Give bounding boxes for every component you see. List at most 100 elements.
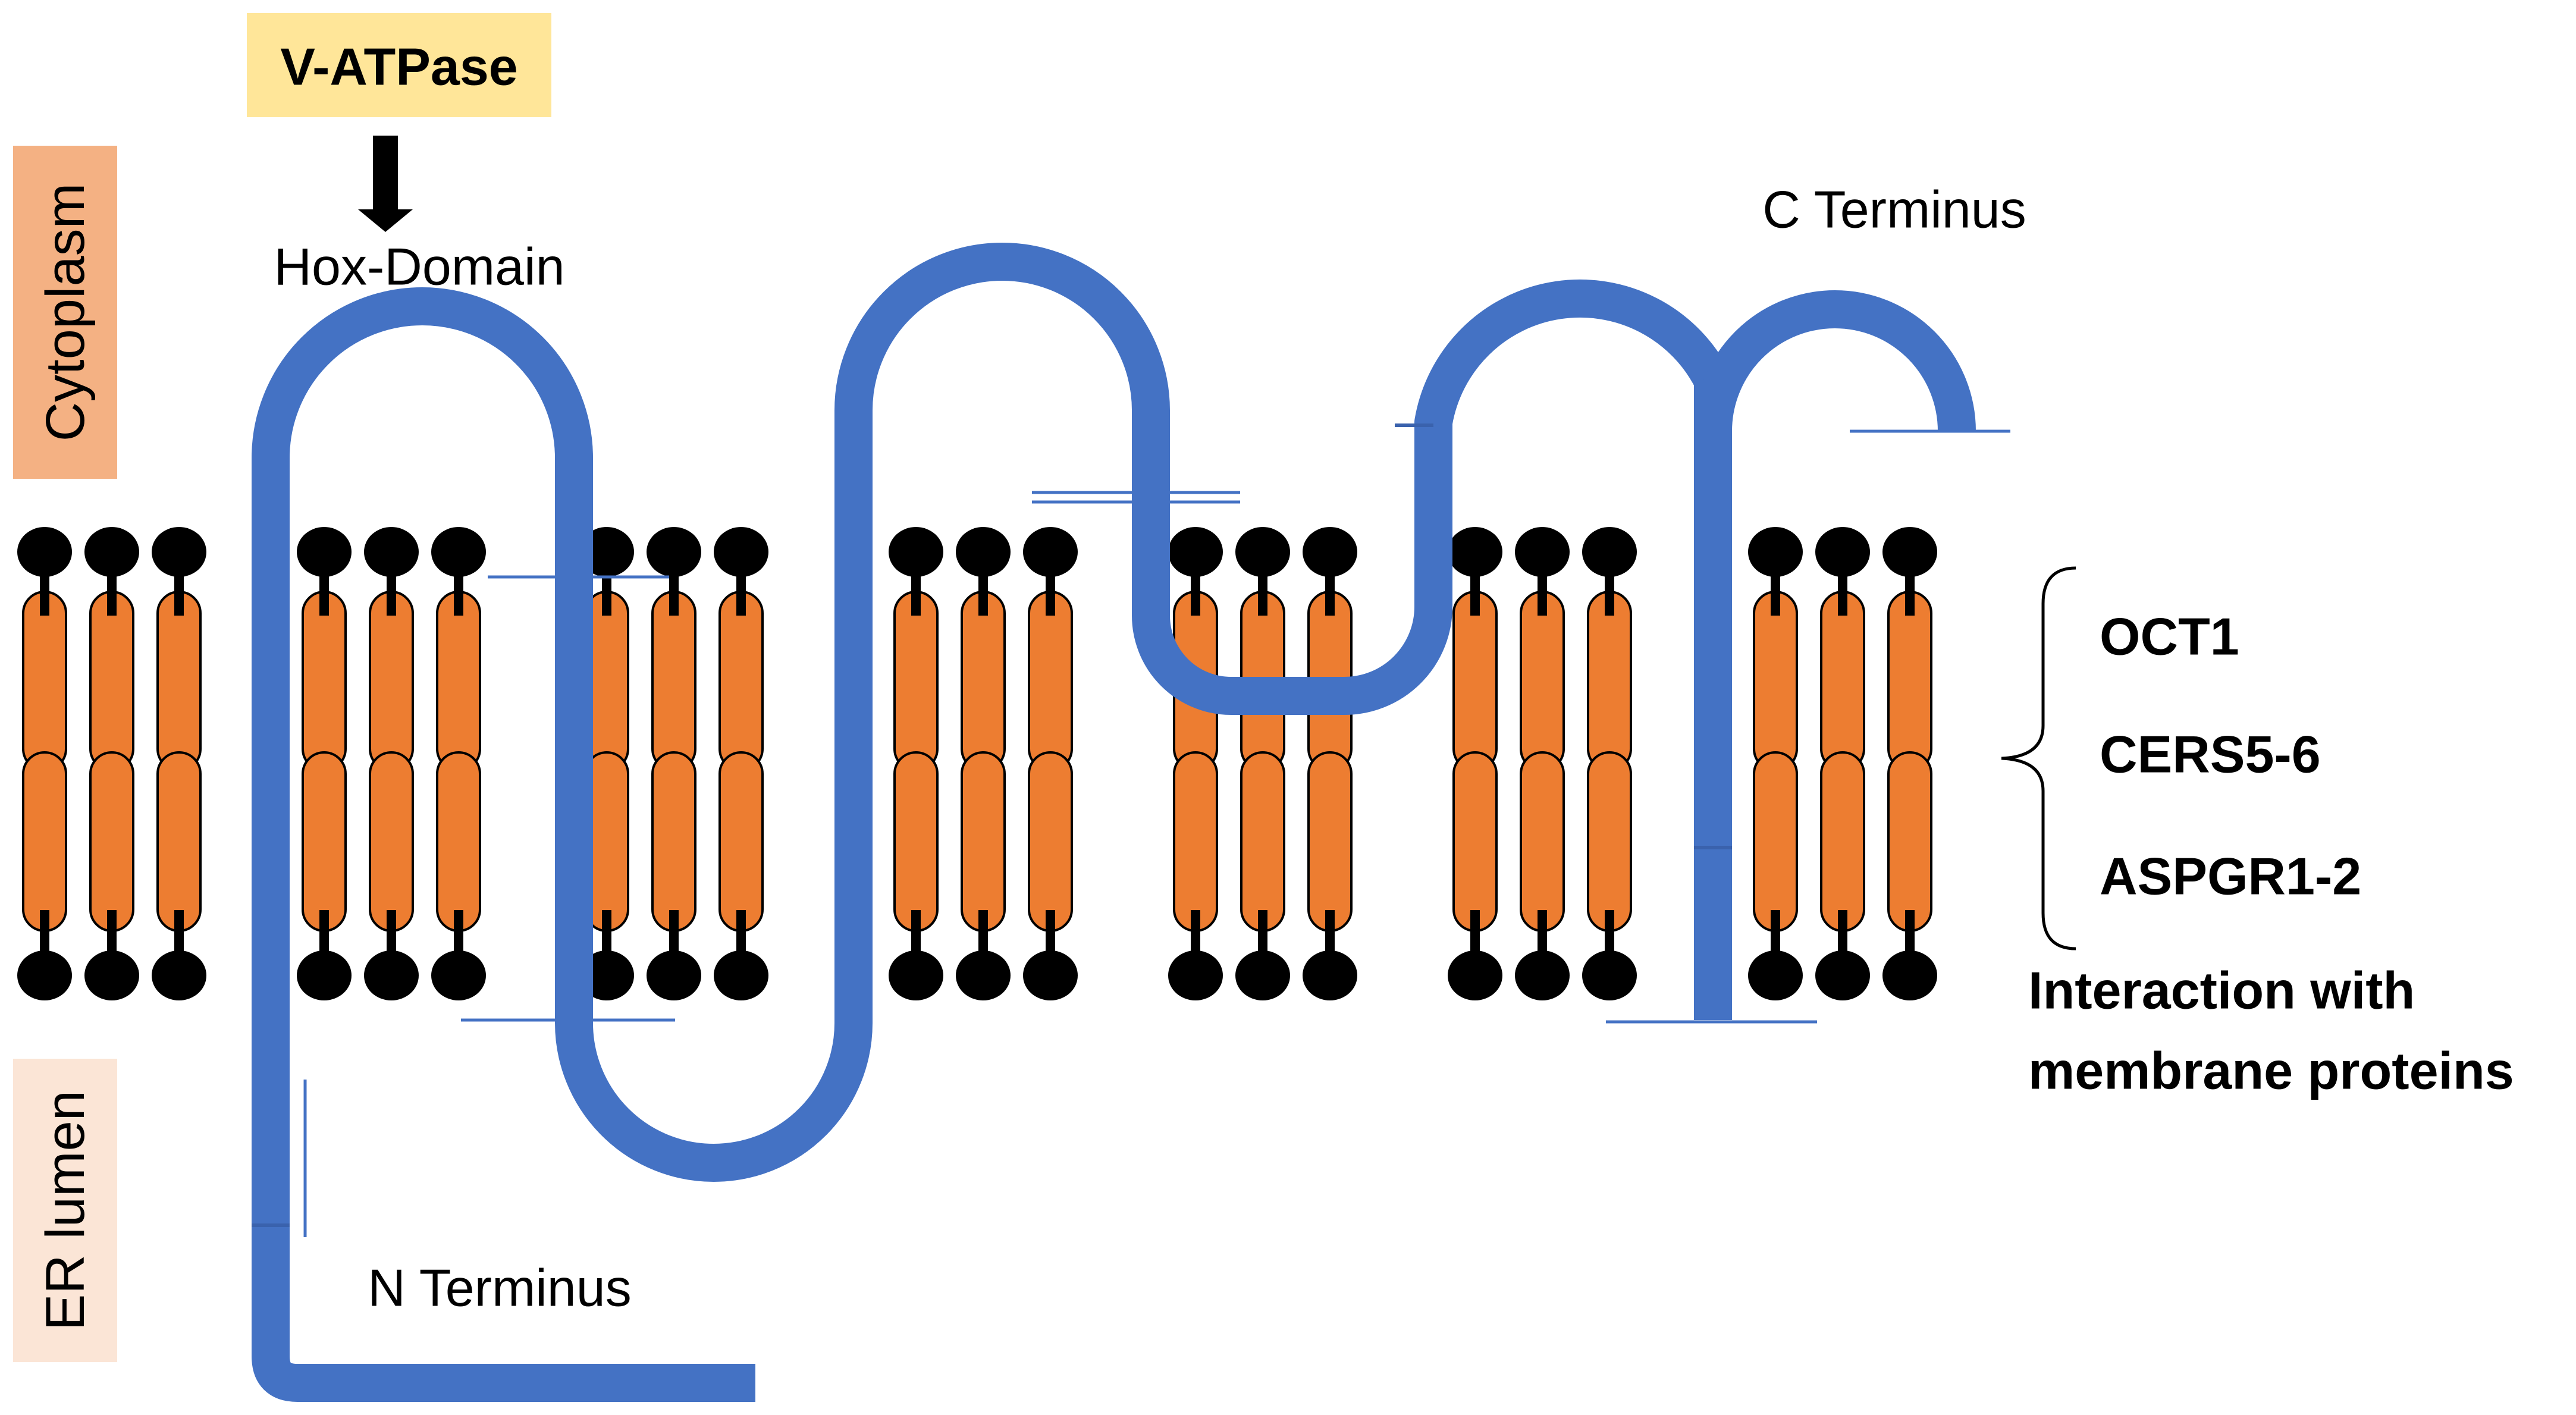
lipid-tail — [651, 751, 696, 932]
lipid-molecule — [889, 527, 943, 1000]
lipid-head — [1448, 950, 1502, 1000]
lipid-head — [956, 950, 1011, 1000]
lipid-head — [1882, 950, 1937, 1000]
lipid-molecule — [1168, 527, 1223, 1000]
lipid-molecule — [84, 527, 139, 1000]
lipid-molecule — [364, 527, 419, 1000]
lipid-molecule — [1023, 527, 1078, 1000]
protein-backbone — [252, 243, 1732, 1402]
lipid-tail — [1887, 751, 1932, 932]
lipid-tail — [893, 751, 939, 932]
lipid-molecule — [1582, 527, 1637, 1000]
lipid-molecule — [1815, 527, 1870, 1000]
n-terminus-label: N Terminus — [368, 1259, 631, 1317]
lipid-head — [714, 950, 768, 1000]
lipid-tail — [89, 751, 134, 932]
er-lumen-label: ER lumen — [13, 1059, 117, 1362]
lipid-tail — [369, 591, 414, 771]
lipid-head — [297, 527, 352, 577]
lipid-head — [1023, 527, 1078, 577]
lipid-tail — [1240, 751, 1285, 932]
lipid-head — [647, 527, 701, 577]
lipid-tail — [718, 591, 764, 771]
lipid-head — [1815, 527, 1870, 577]
lipid-head — [84, 950, 139, 1000]
lipid-head — [1235, 950, 1290, 1000]
lipid-tail — [436, 751, 481, 932]
c-terminal-loop — [1694, 290, 1976, 432]
down-arrow-icon — [358, 136, 413, 232]
lipid-head — [1023, 950, 1078, 1000]
lipid-head — [1748, 527, 1803, 577]
lipid-tail — [1028, 591, 1073, 771]
lipid-head — [17, 527, 72, 577]
lipid-tail — [1587, 751, 1632, 932]
lipid-tail — [1173, 751, 1218, 932]
lipid-molecule — [1515, 527, 1570, 1000]
lipid-tail — [302, 591, 347, 771]
lipid-tail — [22, 591, 67, 771]
lipid-head — [1168, 950, 1223, 1000]
protein-chain — [252, 243, 1976, 1402]
cytoplasm-text: Cytoplasm — [35, 183, 96, 442]
er-lumen-text: ER lumen — [35, 1090, 96, 1331]
lipid-molecule — [297, 527, 352, 1000]
lipid-molecule — [1882, 527, 1937, 1000]
lipid-head — [297, 950, 352, 1000]
lipid-head — [1303, 950, 1357, 1000]
interactors-callout: OCT1 CERS5-6 ASPGR1-2 Interaction with m… — [2001, 566, 2514, 1100]
lipid-head — [1582, 527, 1637, 577]
lipid-head — [1882, 527, 1937, 577]
lipid-head — [1303, 527, 1357, 577]
lipid-molecule — [1235, 527, 1290, 1000]
lipid-tail — [961, 591, 1006, 771]
lipid-head — [1815, 950, 1870, 1000]
lipid-head — [714, 527, 768, 577]
interactor-cers5-6: CERS5-6 — [2100, 725, 2321, 784]
lipid-tail — [22, 751, 67, 932]
lipid-tail — [1520, 591, 1565, 771]
lipid-head — [889, 527, 943, 577]
interaction-caption-line1: Interaction with — [2028, 961, 2415, 1020]
lipid-tail — [1820, 751, 1865, 932]
lipid-head — [152, 950, 206, 1000]
left-curly-brace-icon — [2001, 566, 2076, 950]
lipid-molecule — [17, 527, 72, 1000]
lipid-head — [1582, 950, 1637, 1000]
lipid-tail — [1753, 751, 1798, 932]
lipid-head — [889, 950, 943, 1000]
vatpase-callout: V-ATPase Hox-Domain — [247, 13, 565, 296]
lipid-tail — [156, 751, 202, 932]
lipid-molecule — [647, 527, 701, 1000]
lipid-tail — [718, 751, 764, 932]
lipid-tail — [156, 591, 202, 771]
interactor-oct1: OCT1 — [2100, 607, 2239, 666]
lipid-molecule — [152, 527, 206, 1000]
lipid-bilayer — [17, 527, 1937, 1000]
lipid-tail — [1520, 751, 1565, 932]
lipid-molecule — [431, 527, 486, 1000]
lipid-tail — [1452, 751, 1498, 932]
er-lumen-box — [13, 1059, 117, 1362]
lipid-head — [1448, 527, 1502, 577]
lipid-head — [152, 527, 206, 577]
lipid-head — [1515, 527, 1570, 577]
lipid-molecule — [1748, 527, 1803, 1000]
interaction-caption-line2: membrane proteins — [2028, 1041, 2514, 1100]
lipid-tail — [1452, 591, 1498, 771]
interactor-aspgr1-2: ASPGR1-2 — [2100, 847, 2361, 906]
lipid-tail — [651, 591, 696, 771]
lipid-head — [364, 950, 419, 1000]
lipid-head — [84, 527, 139, 577]
lipid-head — [431, 950, 486, 1000]
lipid-molecule — [714, 527, 768, 1000]
lipid-head — [647, 950, 701, 1000]
hox-domain-label: Hox-Domain — [274, 237, 564, 296]
lipid-head — [1235, 527, 1290, 577]
vatpase-box — [247, 13, 551, 117]
lipid-tail — [1887, 591, 1932, 771]
c-terminus-label: C Terminus — [1762, 180, 2026, 239]
lipid-tail — [1028, 751, 1073, 932]
